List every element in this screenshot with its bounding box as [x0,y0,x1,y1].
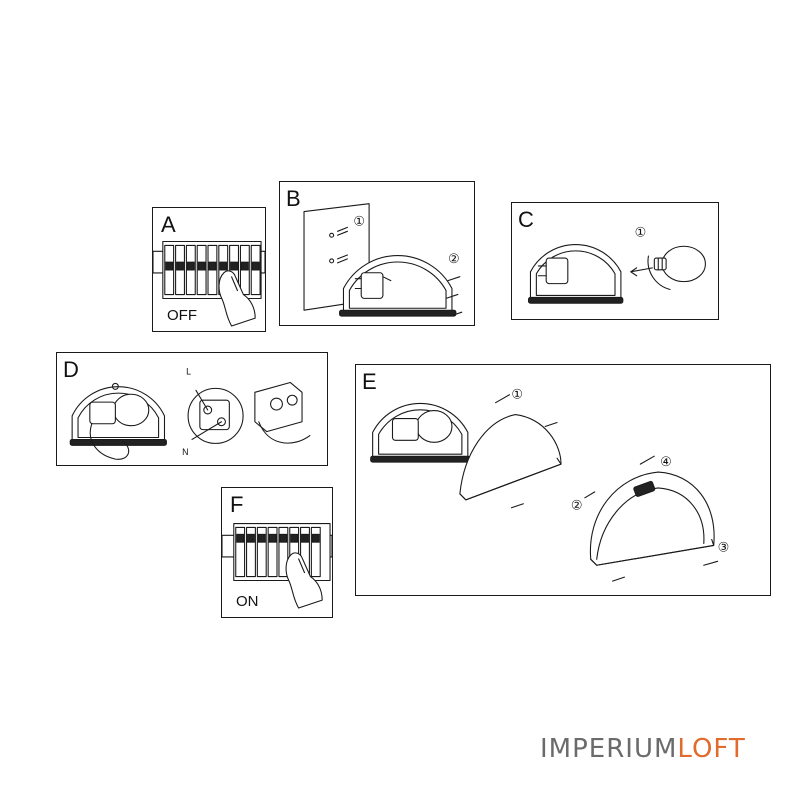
step-e-panel: E ① ② ③ ④ [355,364,771,596]
step-a-letter: A [161,212,176,237]
step-a-caption: OFF [167,307,197,324]
step-f-caption: ON [236,593,259,610]
brand-watermark: IMPERIUMLOFT [540,736,746,762]
bulb-icon [647,245,706,291]
bulb-insert-illustration: ① [528,225,706,304]
brand-part-2: LOFT [677,734,746,764]
breaker-switches [235,526,321,578]
step-c-panel: C ① [511,202,719,320]
screw-anchors [337,226,348,264]
screw-icon [584,455,719,582]
wire-label-l: L [186,367,191,377]
step-e-letter: E [362,369,377,394]
earth-terminal-detail [254,381,311,444]
hand-icon [218,270,256,327]
callout-2-icon: ② [571,499,583,514]
screw-icon [445,276,463,317]
step-f-panel: F ON [221,487,333,618]
step-d-panel: D L N [56,352,328,466]
power-cable [89,423,130,460]
inner-cover [459,414,562,501]
hand-icon [285,552,323,609]
step-f-letter: F [230,492,244,517]
step-a-panel: A OFF [152,207,266,332]
step-b-panel: B ① ② [279,181,475,326]
breaker-switches [164,244,261,296]
callout-3-icon: ③ [718,540,730,555]
wall-mount-illustration: ① ② [303,203,463,317]
wire-label-n: N [182,447,188,457]
callout-1-icon: ① [353,214,365,229]
callout-1-icon: ① [511,388,523,403]
lamp-base [69,382,167,460]
lamp-base [339,255,457,317]
outer-shade [589,471,715,566]
lamp-base [370,402,471,463]
cover-assembly-illustration: ① ② ③ ④ [370,388,730,582]
step-d-letter: D [63,357,79,382]
brand-part-1: IMPERIUM [540,734,678,764]
breaker-panel-illustration [221,522,333,609]
callout-4-icon: ④ [660,455,672,470]
terminal-detail: L N [182,367,244,457]
screw-icon [510,421,558,509]
wiring-illustration: L N [69,367,311,460]
callout-2-icon: ② [448,252,460,267]
step-b-letter: B [286,186,301,211]
lamp-base [528,244,624,304]
breaker-panel-illustration [152,240,266,327]
callout-1-icon: ① [635,225,646,240]
step-c-letter: C [518,207,534,232]
